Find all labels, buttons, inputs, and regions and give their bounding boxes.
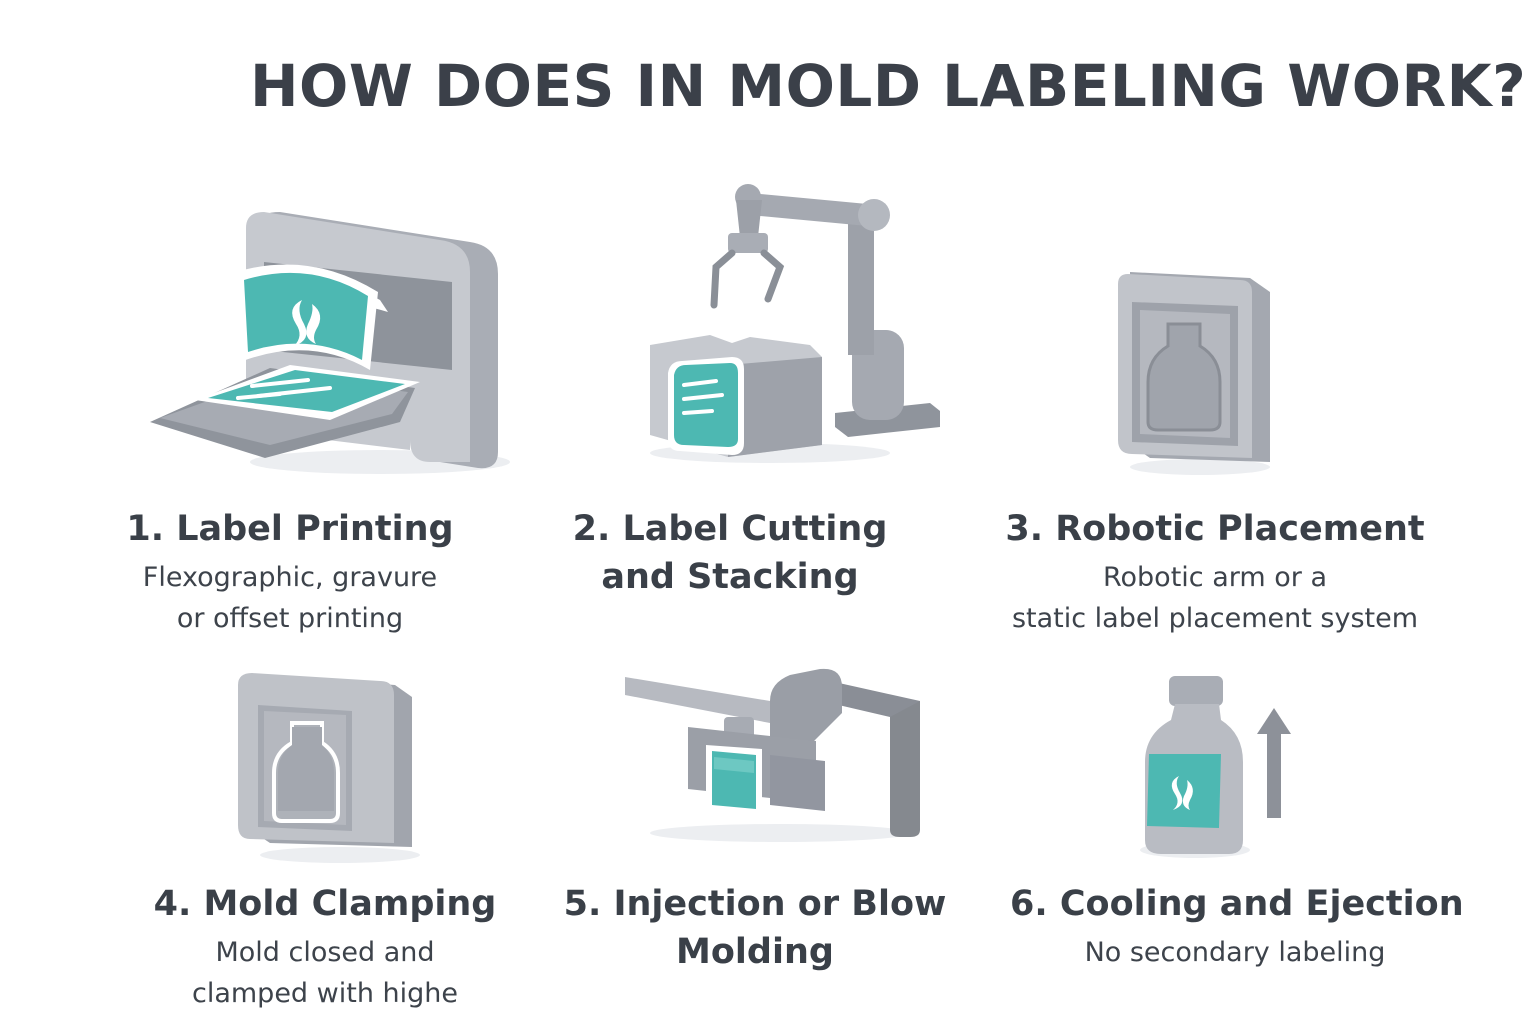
step-4-title: 4. Mold Clamping: [153, 884, 497, 924]
step-3-caption: 3. Robotic Placement Robotic arm or a st…: [1000, 505, 1430, 639]
injection-machine-icon: [625, 668, 920, 842]
step-3-title: 3. Robotic Placement: [1005, 509, 1425, 549]
step-1-desc-line-1: Flexographic, gravure: [142, 562, 438, 593]
step-3-desc-line-1: Robotic arm or a: [1102, 562, 1328, 593]
robot-arm-icon: [650, 184, 940, 463]
step-2-title-line-1: 2. Label Cutting: [572, 509, 888, 549]
step-6-caption: 6. Cooling and Ejection No secondary lab…: [1010, 880, 1464, 973]
clamped-mold-icon: [238, 673, 420, 863]
step-1-desc-line-2: or offset printing: [176, 603, 404, 634]
step-6-desc-line-1: No secondary labeling: [1084, 937, 1386, 968]
mold-bottle-icon: [1118, 272, 1270, 475]
step-2-title-line-2: and Stacking: [601, 557, 859, 597]
step-4-caption: 4. Mold Clamping Mold closed and clamped…: [120, 880, 530, 1014]
step-5-title-line-1: 5. Injection or Blow: [563, 884, 947, 924]
bottle-eject-icon: [1140, 676, 1291, 858]
step-1-caption: 1. Label Printing Flexographic, gravure …: [80, 505, 500, 639]
step-4-desc-line-2: clamped with highe: [191, 978, 458, 1009]
step-1-title: 1. Label Printing: [126, 509, 454, 549]
step-3-desc-line-2: static label placement system: [1011, 603, 1419, 634]
step-4-desc-line-1: Mold closed and: [215, 937, 435, 968]
printer-icon: [150, 212, 510, 474]
step-5-caption: 5. Injection or Blow Molding: [550, 880, 960, 976]
step-2-caption: 2. Label Cutting and Stacking: [530, 505, 930, 601]
page-title: HOW DOES IN MOLD LABELING WORK?: [250, 52, 1527, 120]
step-6-title: 6. Cooling and Ejection: [1010, 884, 1464, 924]
step-5-title-line-2: Molding: [676, 932, 834, 972]
